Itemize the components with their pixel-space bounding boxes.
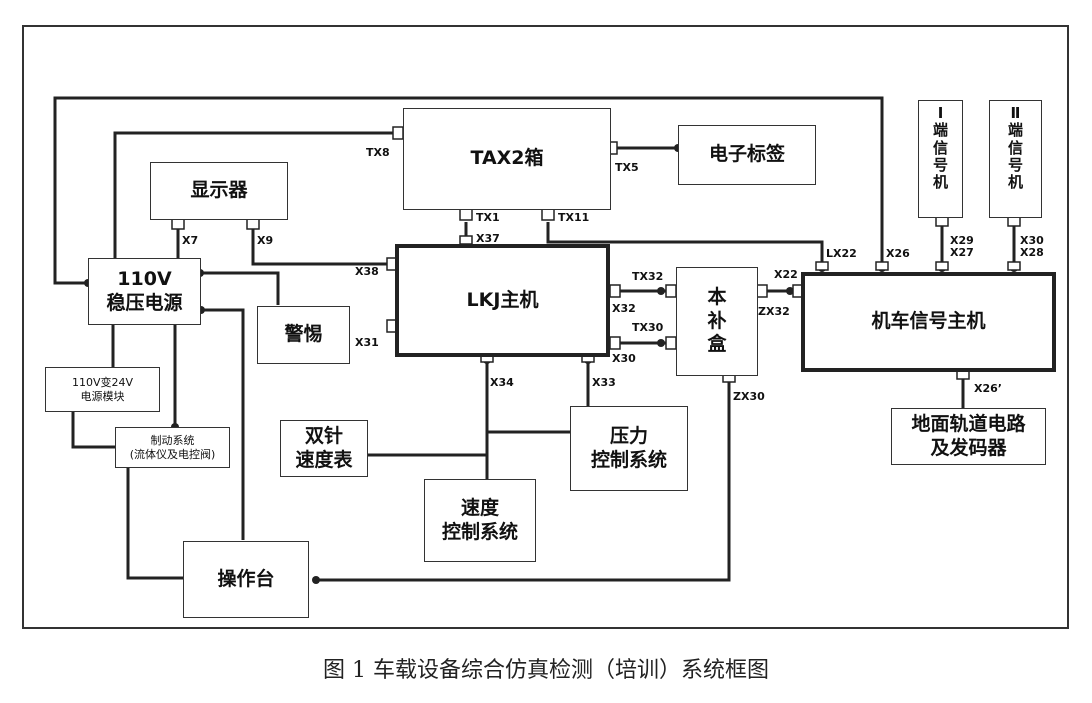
port-x37: X37 — [476, 232, 500, 245]
port-tx30: TX30 — [632, 321, 664, 334]
port-zx32: ZX32 — [758, 305, 790, 318]
power-supply-box: 110V 稳压电源 — [88, 258, 201, 325]
diagram-frame — [22, 25, 1069, 629]
power-converter-box: 110V变24V 电源模块 — [45, 367, 160, 412]
ground-track-circuit-box: 地面轨道电路 及发码器 — [891, 408, 1046, 465]
console-box: 操作台 — [183, 541, 309, 618]
signal-host-box: 机车信号主机 — [801, 272, 1056, 372]
pressure-control-box: 压力 控制系统 — [570, 406, 688, 491]
port-x30-end2: X30 — [1020, 234, 1044, 247]
port-tx32: TX32 — [632, 270, 664, 283]
port-x27: X27 — [950, 246, 974, 259]
port-x32: X32 — [612, 302, 636, 315]
compensation-box: 本 补 盒 — [676, 267, 758, 376]
port-x28: X28 — [1020, 246, 1044, 259]
port-x38: X38 — [355, 265, 379, 278]
port-lx22: LX22 — [826, 247, 857, 260]
port-x7: X7 — [182, 234, 199, 247]
port-x22: X22 — [774, 268, 798, 281]
port-x26-prime: X26’ — [974, 382, 1002, 395]
display-box: 显示器 — [150, 162, 288, 220]
speed-control-box: 速度 控制系统 — [424, 479, 536, 562]
port-zx30: ZX30 — [733, 390, 765, 403]
end-1-signal-box: Ⅰ 端 信 号 机 — [918, 100, 963, 218]
port-x34: X34 — [490, 376, 514, 389]
port-x30: X30 — [612, 352, 636, 365]
brake-system-box: 制动系统 (流体仪及电控阀) — [115, 427, 230, 468]
dual-needle-speedometer-box: 双针 速度表 — [280, 420, 368, 477]
port-tx8: TX8 — [366, 146, 390, 159]
end-2-signal-box: Ⅱ 端 信 号 机 — [989, 100, 1042, 218]
lkj-host-box: LKJ主机 — [395, 244, 610, 357]
tax2-box: TAX2箱 — [403, 108, 611, 210]
port-tx1: TX1 — [476, 211, 500, 224]
port-x26: X26 — [886, 247, 910, 260]
port-x29: X29 — [950, 234, 974, 247]
port-tx11: TX11 — [558, 211, 590, 224]
port-x9: X9 — [257, 234, 274, 247]
port-x33: X33 — [592, 376, 616, 389]
electronic-tag-box: 电子标签 — [678, 125, 816, 185]
alertness-box: 警惕 — [257, 306, 350, 364]
port-x31: X31 — [355, 336, 379, 349]
port-tx5: TX5 — [615, 161, 639, 174]
figure-caption: 图 1 车载设备综合仿真检测（培训）系统框图 — [323, 658, 769, 683]
